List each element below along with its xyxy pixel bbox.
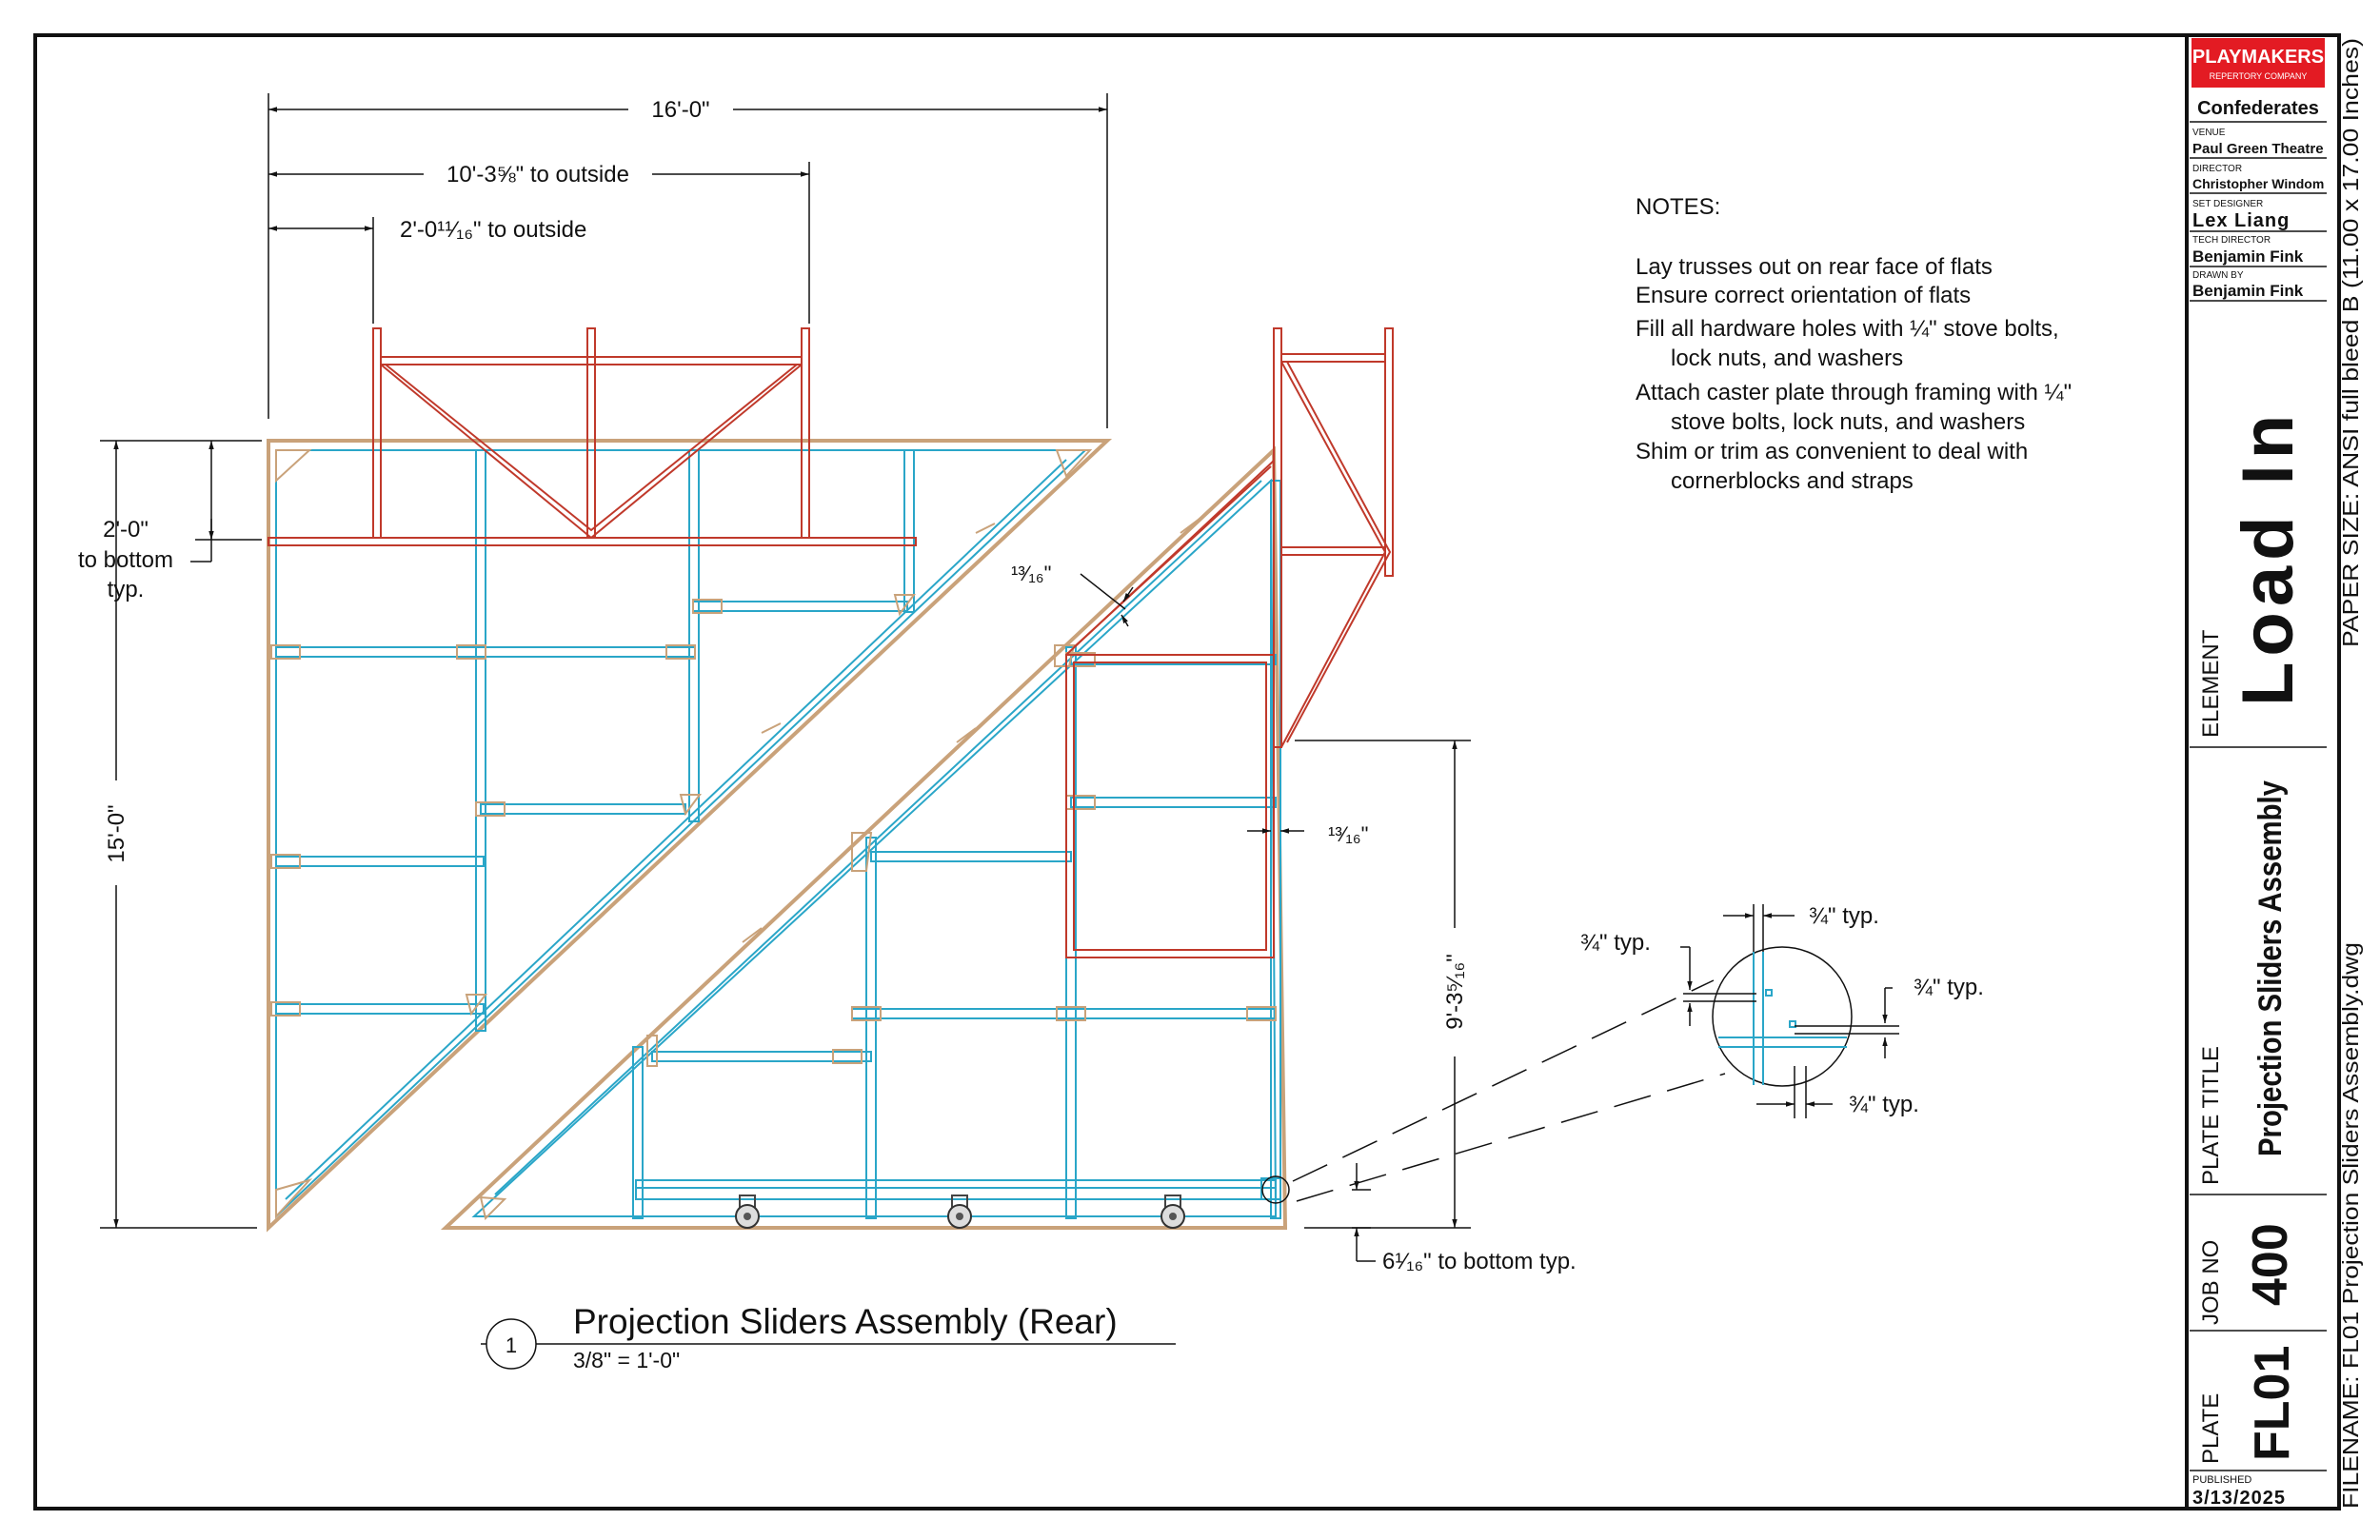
svg-text:PLAYMAKERS: PLAYMAKERS bbox=[2192, 47, 2324, 68]
company-logo: PLAYMAKERS REPERTORY COMPANY bbox=[2192, 38, 2325, 88]
note-4a: Attach caster plate through framing with… bbox=[1636, 380, 2072, 405]
note-2: Ensure correct orientation of flats bbox=[1636, 283, 1971, 308]
dim-caster-offset: 6¹⁄₁₆" to bottom typ. bbox=[1382, 1249, 1577, 1274]
caster-3 bbox=[1160, 1194, 1185, 1229]
dim-truss-height-1: 2'-0" bbox=[103, 517, 149, 543]
venue-value: Paul Green Theatre bbox=[2192, 141, 2324, 157]
venue-label: VENUE bbox=[2192, 128, 2226, 138]
dim-outside-width: 10'-3⅝" to outside bbox=[446, 162, 629, 188]
filename: FILENAME: FL01 Projection Sliders Assemb… bbox=[2338, 942, 2363, 1509]
element-label: ELEMENT bbox=[2198, 629, 2224, 738]
plate-label: PLATE bbox=[2198, 1393, 2224, 1464]
dim-detail-2: ¾" typ. bbox=[1580, 930, 1651, 956]
side-truss bbox=[1065, 327, 1394, 958]
detail-callout bbox=[1261, 946, 1853, 1204]
dim-truss-height-3: typ. bbox=[108, 577, 145, 602]
note-4b: stove bolts, lock nuts, and washers bbox=[1671, 409, 2025, 435]
title-block: PLAYMAKERS REPERTORY COMPANY Confederate… bbox=[2190, 38, 2363, 1509]
job-label: JOB NO bbox=[2198, 1240, 2224, 1325]
view-number: 1 bbox=[506, 1333, 517, 1357]
svg-text:REPERTORY COMPANY: REPERTORY COMPANY bbox=[2210, 71, 2308, 81]
director-label: DIRECTOR bbox=[2192, 164, 2242, 174]
dim-truss-height-2: to bottom bbox=[78, 547, 173, 573]
plate-title-label: PLATE TITLE bbox=[2198, 1046, 2224, 1185]
note-3a: Fill all hardware holes with ¼" stove bo… bbox=[1636, 316, 2059, 342]
left-flat bbox=[267, 439, 1113, 1233]
designer-label: SET DESIGNER bbox=[2192, 199, 2263, 209]
view-label: 1 Projection Sliders Assembly (Rear) 3/8… bbox=[481, 1302, 1176, 1372]
element-value: Load In bbox=[2228, 409, 2309, 706]
show-title: Confederates bbox=[2197, 98, 2319, 119]
note-5a: Shim or trim as convenient to deal with bbox=[1636, 439, 2028, 464]
paper-size: PAPER SIZE: ANSI full bleed B (11.00 x 1… bbox=[2338, 38, 2363, 647]
dim-side-thickness: ¹³⁄₁₆" bbox=[1328, 822, 1368, 846]
dim-detail-3: ¾" typ. bbox=[1914, 975, 1984, 1000]
dim-detail-1: ¾" typ. bbox=[1809, 903, 1879, 929]
caster-2 bbox=[947, 1194, 972, 1229]
published-label: PUBLISHED bbox=[2192, 1474, 2251, 1486]
tech-label: TECH DIRECTOR bbox=[2192, 235, 2271, 246]
notes-heading: NOTES: bbox=[1636, 194, 1720, 220]
dim-overall-width: 16'-0" bbox=[651, 97, 709, 123]
elevation-drawing: 16'-0" 10'-3⅝" to outside 2'-0¹¹⁄₁₆" to … bbox=[78, 93, 2072, 1372]
plate-value: FL01 bbox=[2245, 1346, 2300, 1461]
designer-value: Lex Liang bbox=[2192, 210, 2290, 231]
notes: NOTES: Lay trusses out on rear face of f… bbox=[1636, 194, 2072, 494]
dim-right-height: 9'-3⁵⁄₁₆" bbox=[1442, 954, 1468, 1030]
caster-1 bbox=[735, 1194, 760, 1229]
dimension-labels: 16'-0" 10'-3⅝" to outside 2'-0¹¹⁄₁₆" to … bbox=[78, 97, 1984, 1274]
caster-plate bbox=[635, 1177, 1281, 1200]
note-1: Lay trusses out on rear face of flats bbox=[1636, 254, 1993, 280]
plate-title-value: Projection Sliders Assembly bbox=[2252, 780, 2289, 1156]
dim-detail-4: ¾" typ. bbox=[1849, 1092, 1919, 1117]
top-truss bbox=[268, 327, 917, 546]
note-5b: cornerblocks and straps bbox=[1671, 468, 1914, 494]
right-flat bbox=[440, 445, 1288, 1230]
dim-post-offset: 2'-0¹¹⁄₁₆" to outside bbox=[400, 217, 586, 243]
note-3b: lock nuts, and washers bbox=[1671, 346, 1903, 371]
dim-overall-height: 15'-0" bbox=[104, 804, 129, 862]
tech-value: Benjamin Fink bbox=[2192, 247, 2304, 266]
dim-chord-thickness: ¹³⁄₁₆" bbox=[1011, 562, 1051, 585]
caster-wheels bbox=[735, 1194, 1185, 1229]
drawn-value: Benjamin Fink bbox=[2192, 282, 2304, 300]
view-title: Projection Sliders Assembly (Rear) bbox=[573, 1302, 1118, 1341]
published-value: 3/13/2025 bbox=[2192, 1488, 2286, 1509]
dimension-lines bbox=[100, 93, 1899, 1262]
sheet-border bbox=[33, 33, 2341, 1510]
drawn-label: DRAWN BY bbox=[2192, 270, 2244, 281]
view-scale: 3/8" = 1'-0" bbox=[573, 1348, 680, 1372]
director-value: Christopher Windom bbox=[2192, 176, 2324, 191]
job-value: 400 bbox=[2243, 1223, 2298, 1306]
